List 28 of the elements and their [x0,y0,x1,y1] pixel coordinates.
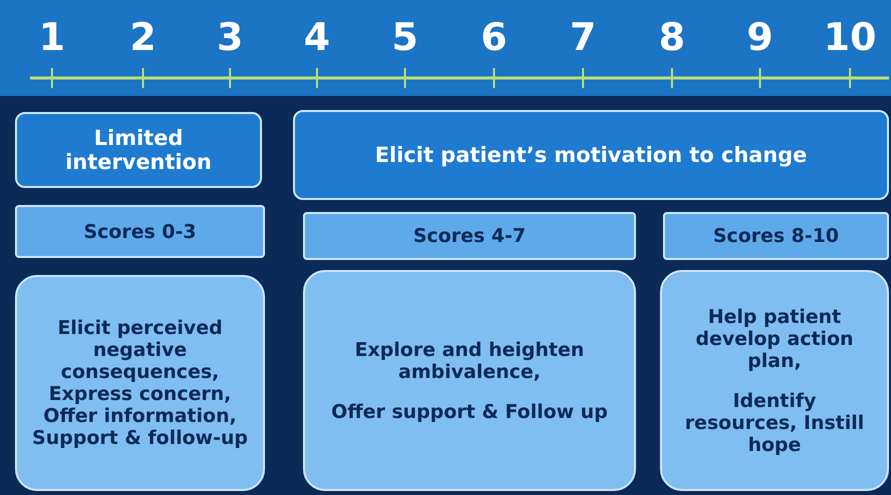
scale-number: 8 [658,14,686,60]
heading-text: Limited intervention [64,126,213,174]
heading-box [15,112,262,188]
score-box [663,212,889,260]
advice-text: Help patient develop action plan, [694,306,854,372]
scale-number: 10 [824,14,876,60]
advice-box [660,270,889,491]
scale-number: 2 [130,14,156,60]
advice-text: Identify resources, Instill hope [684,390,866,456]
heading-text: Elicit patient’s motivation to change [374,143,808,167]
score-range: Scores 0-3 [84,220,196,242]
scale-number: 6 [480,14,508,60]
scale-number: 5 [392,14,418,60]
heading-box [293,110,889,200]
score-box [15,205,265,258]
score-range: Scores 4-7 [413,225,526,247]
advice-text: Elicit perceived negative consequences, Express concern, Offer information, Support & follow-up [31,317,249,449]
scale-number: 4 [304,14,330,60]
scale-number: 7 [570,14,596,60]
scale-number: 1 [38,14,66,60]
score-range: Scores 8-10 [713,225,839,247]
advice-box [303,270,636,491]
advice-text: Explore and heighten ambivalence, [354,338,586,382]
scale-number: 9 [746,14,774,60]
scale-number: 3 [216,14,244,60]
score-box [303,212,636,260]
advice-box [15,275,265,491]
advice-text: Offer support & Follow up [331,400,608,422]
